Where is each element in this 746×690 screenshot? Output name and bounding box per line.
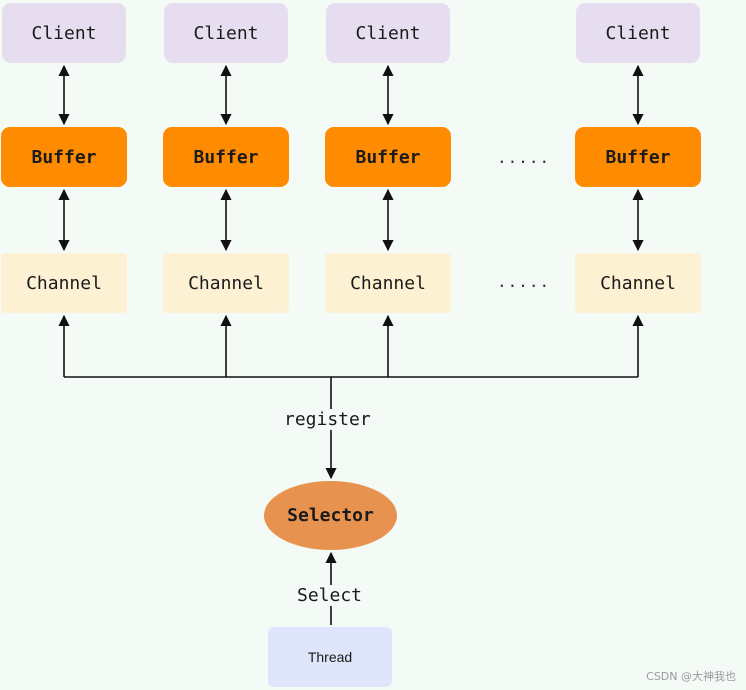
buffer-node-3: Buffer bbox=[325, 127, 451, 187]
channel-node-2: Channel bbox=[163, 253, 289, 313]
client-node-1: Client bbox=[2, 3, 126, 63]
thread-node: Thread bbox=[268, 627, 392, 687]
buffer-node-1: Buffer bbox=[1, 127, 127, 187]
client-node-3: Client bbox=[326, 3, 450, 63]
channel-node-4: Channel bbox=[575, 253, 701, 313]
selector-node: Selector bbox=[264, 481, 397, 550]
register-label: register bbox=[280, 409, 375, 430]
channel-node-1: Channel bbox=[1, 253, 127, 313]
channel-ellipsis: ..... bbox=[497, 272, 551, 291]
buffer-ellipsis: ..... bbox=[497, 148, 551, 167]
channel-node-3: Channel bbox=[325, 253, 451, 313]
watermark: CSDN @大神我也 bbox=[646, 670, 736, 683]
buffer-node-4: Buffer bbox=[575, 127, 701, 187]
select-label: Select bbox=[293, 585, 367, 606]
client-node-2: Client bbox=[164, 3, 288, 63]
buffer-node-2: Buffer bbox=[163, 127, 289, 187]
client-node-4: Client bbox=[576, 3, 700, 63]
